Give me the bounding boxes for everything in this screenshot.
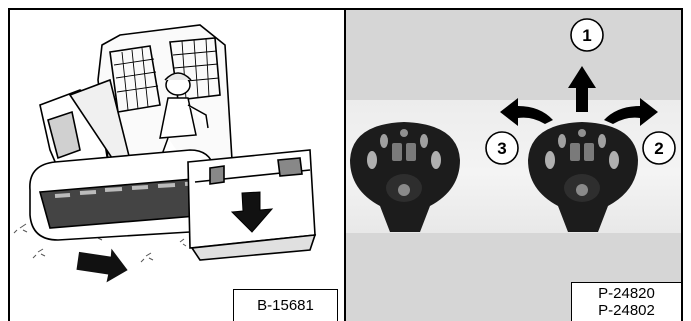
curved-right-arrow-icon	[604, 98, 658, 126]
callout-2-text: 2	[654, 139, 663, 158]
figure-code-right-text-2: P-24802	[598, 302, 655, 319]
curved-left-arrow-icon	[500, 98, 553, 126]
up-arrow-icon	[568, 66, 596, 112]
callout-3-text: 3	[497, 139, 506, 158]
right-joystick-icon	[528, 122, 638, 232]
left-joystick-icon	[350, 122, 460, 232]
figure-code-right-text-1: P-24820	[598, 285, 655, 302]
figure-code-right: P-24820 P-24802	[571, 282, 683, 321]
callout-1-text: 1	[582, 26, 591, 45]
